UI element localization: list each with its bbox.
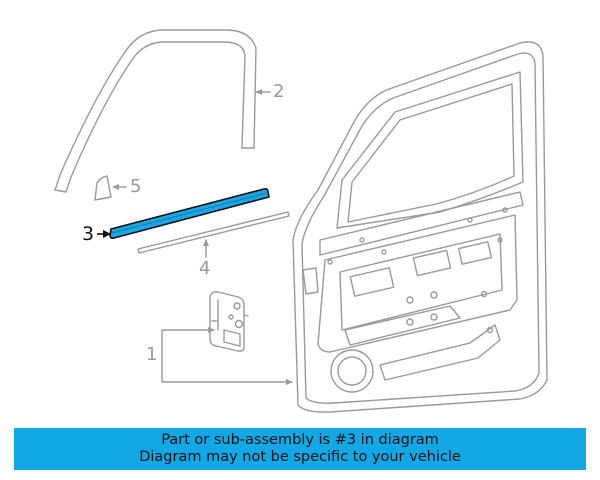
callout-4: 4 — [199, 258, 211, 279]
info-banner: Part or sub-assembly is #3 in diagram Di… — [14, 428, 586, 470]
callout-5: 5 — [130, 176, 142, 197]
door-panel-part — [292, 41, 548, 413]
corner-trim-part — [94, 175, 112, 201]
run-channel-part — [54, 29, 257, 193]
callout-2: 2 — [273, 81, 285, 102]
belt-weatherstrip-part — [109, 188, 270, 240]
callout-1: 1 — [146, 344, 158, 365]
door-hinge-part — [209, 291, 249, 352]
banner-line-2: Diagram may not be specific to your vehi… — [139, 449, 461, 465]
leader-line-1 — [161, 329, 293, 383]
belt-molding-part — [137, 211, 290, 254]
banner-line-1: Part or sub-assembly is #3 in diagram — [161, 432, 439, 448]
parts-diagram — [54, 29, 548, 413]
callout-3: 3 — [82, 223, 95, 245]
